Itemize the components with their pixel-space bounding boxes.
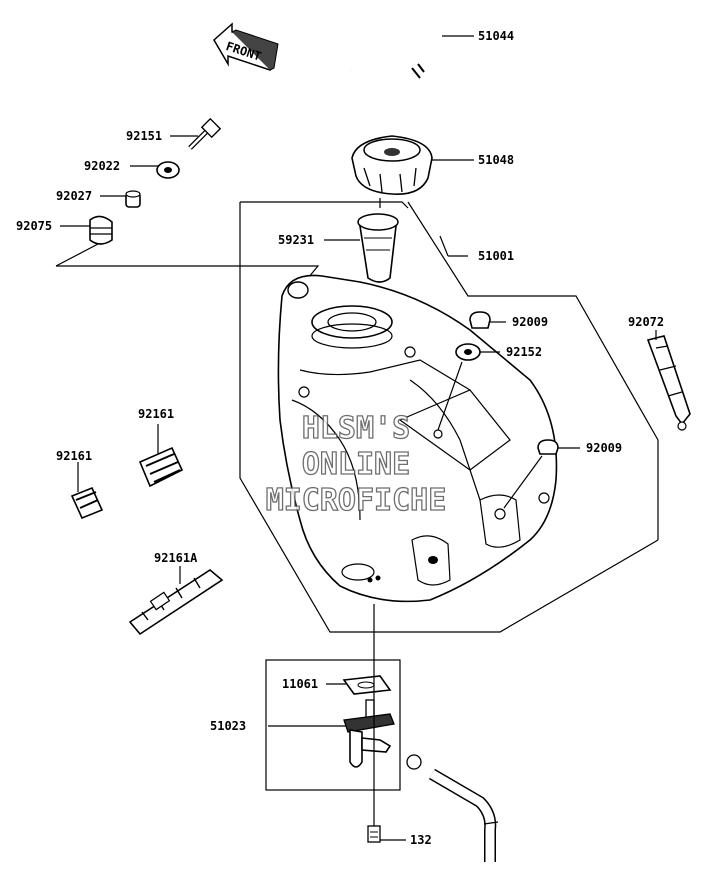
collar-92152: [455, 343, 481, 361]
label-92009-top: 92009: [512, 315, 548, 329]
label-92152: 92152: [506, 345, 542, 359]
breather-hose: [350, 26, 444, 113]
screw-132: [367, 825, 381, 843]
fuel-tank-51001: [277, 274, 558, 603]
watermark-line-1: HLSM'S: [302, 411, 410, 446]
fuel-cap: [351, 135, 433, 195]
label-51044: 51044: [478, 29, 514, 43]
fuel-cock-51023: [343, 699, 422, 770]
damper-92009-top: [469, 311, 491, 329]
label-11061: 11061: [282, 677, 318, 691]
watermark-line-3: MICROFICHE: [266, 483, 447, 518]
label-92161-left: 92161: [56, 449, 92, 463]
grommet-92075: [89, 215, 113, 245]
label-92009-right: 92009: [586, 441, 622, 455]
label-92072: 92072: [628, 315, 664, 329]
label-51001: 51001: [478, 249, 514, 263]
label-51048: 51048: [478, 153, 514, 167]
label-92161-middle: 92161: [138, 407, 174, 421]
damper-92009-right: [537, 439, 559, 455]
damper-92161A: [128, 569, 224, 636]
label-51023: 51023: [210, 719, 246, 733]
fuel-hose: [428, 768, 499, 862]
label-132: 132: [410, 833, 432, 847]
label-59231: 59231: [278, 233, 314, 247]
damper-92161-middle: [138, 446, 184, 488]
label-92075: 92075: [16, 219, 52, 233]
label-92161A: 92161A: [154, 551, 198, 565]
washer-92022: [156, 161, 180, 179]
bolt-92151: [188, 117, 222, 150]
band-92072: [646, 335, 691, 431]
watermark: HLSM'S ONLINE MICROFICHE: [265, 410, 447, 518]
damper-92161-left: [70, 486, 104, 520]
front-arrow-icon: FRONT: [213, 22, 279, 71]
label-92022: 92022: [84, 159, 120, 173]
gasket-11061: [342, 675, 392, 695]
label-92027: 92027: [56, 189, 92, 203]
watermark-line-2: ONLINE: [302, 447, 410, 482]
collar-92027: [125, 190, 141, 208]
filler-neck-59231: [357, 213, 399, 283]
label-92151: 92151: [126, 129, 162, 143]
